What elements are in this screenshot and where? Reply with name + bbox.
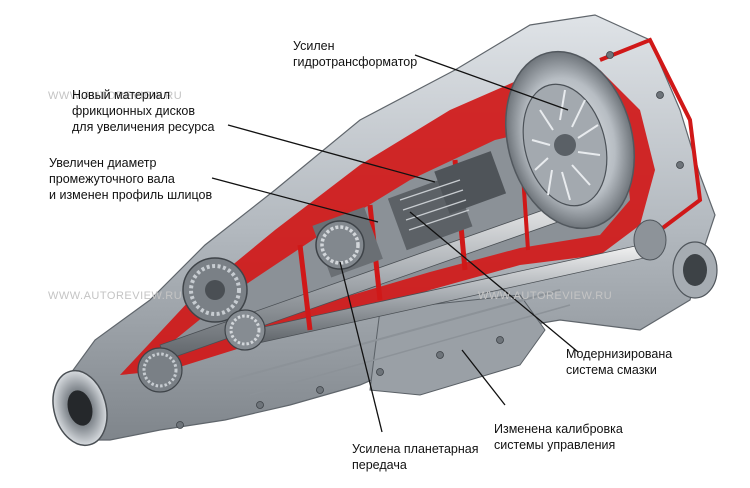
callout-torque-converter: Усилен гидротрансформатор — [293, 39, 418, 69]
callout-planetary-gear: Усилена планетарная передача — [352, 442, 479, 472]
differential-housing — [633, 219, 718, 299]
watermark-middle: WWW.AUTOREVIEW.RU — [48, 290, 183, 302]
leader-torque-converter — [414, 54, 569, 111]
watermark-top: WWW.AUTOREVIEW.RU — [48, 90, 183, 102]
planetary-gears — [137, 220, 365, 393]
leader-lubrication — [409, 211, 579, 353]
watermark-right: WWW.AUTOREVIEW.RU — [478, 290, 613, 302]
callout-intermediate-shaft: Увеличен диаметр промежуточного вала и и… — [49, 156, 213, 202]
output-flange — [52, 369, 108, 447]
leader-intermediate-shaft — [211, 177, 379, 223]
callout-friction-discs: Новый материал фрикционных дисков для ув… — [72, 88, 215, 134]
callout-lubrication: Модернизирована система смазки — [566, 347, 673, 377]
housing-bolts — [176, 51, 684, 429]
leader-lines — [211, 54, 579, 433]
torque-converter — [504, 37, 703, 232]
callout-control-calibration: Изменена калибровка системы управления — [494, 422, 623, 452]
leader-planetary-gear — [339, 261, 383, 433]
leader-control-calibration — [461, 349, 506, 406]
leader-friction-discs — [227, 124, 436, 183]
